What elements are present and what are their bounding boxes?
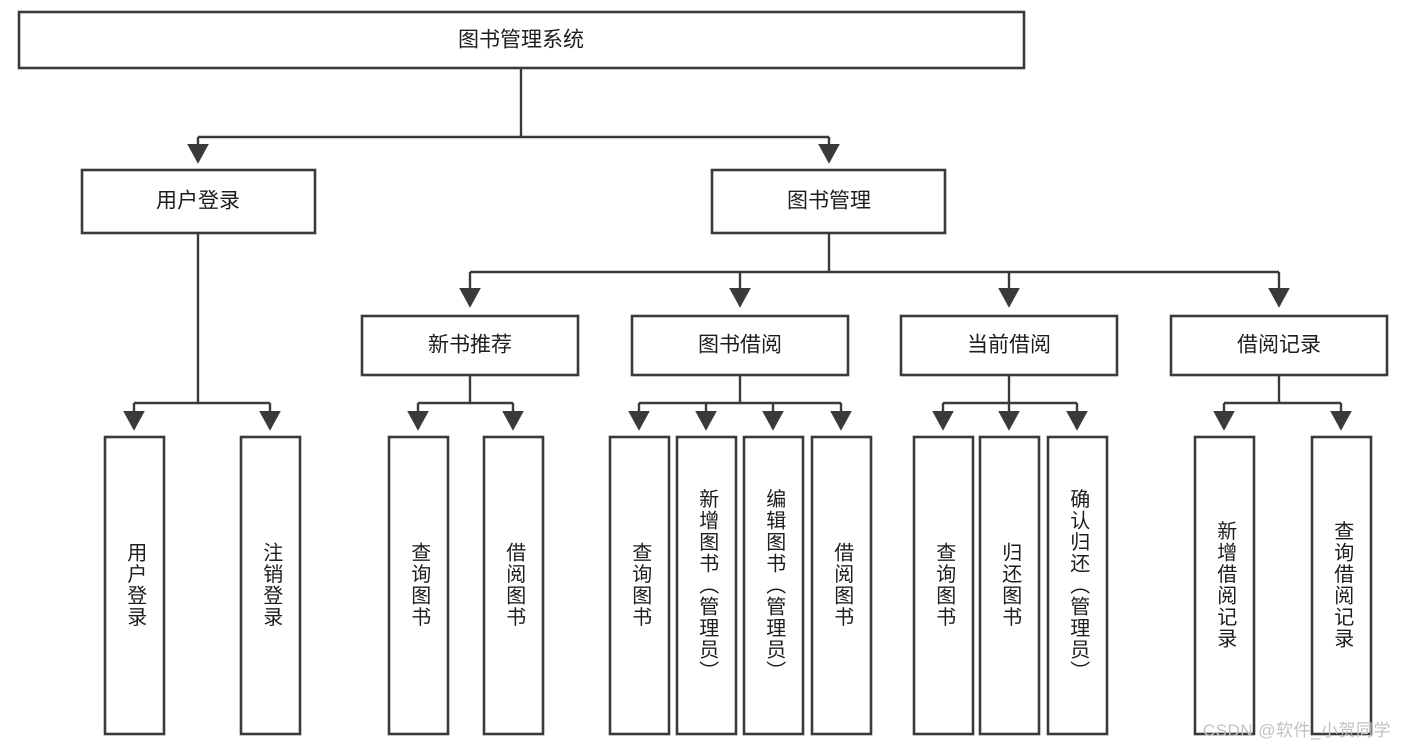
node-leaf-add-book[interactable]: 新增图书（管理员）	[675, 435, 738, 736]
node-leaf-logout-login[interactable]: 注销登录	[239, 435, 302, 736]
connector-group-new-book-recommend-to-leaves	[407, 375, 524, 431]
node-leaf-add-book-label: 新增图书（管理员）	[696, 488, 719, 682]
node-borrow-record-box	[1169, 314, 1389, 377]
node-leaf-query-book-2-box	[608, 435, 671, 736]
node-leaf-return-book-box	[978, 435, 1041, 736]
node-leaf-return-book-label: 归还图书	[999, 542, 1022, 628]
node-leaf-edit-book[interactable]: 编辑图书（管理员）	[742, 435, 805, 736]
node-book-borrow[interactable]: 图书借阅	[630, 314, 850, 377]
node-book-manage-box	[710, 168, 947, 235]
node-user-login-label: 用户登录	[156, 190, 240, 213]
node-borrow-record-label: 借阅记录	[1237, 334, 1321, 357]
node-leaf-borrow-book-1-box	[482, 435, 545, 736]
node-leaf-add-record[interactable]: 新增借阅记录	[1193, 435, 1256, 736]
node-current-borrow-label: 当前借阅	[967, 334, 1051, 357]
node-leaf-add-record-box	[1193, 435, 1256, 736]
node-leaf-query-book-2-label: 查询图书	[629, 542, 652, 628]
node-current-borrow[interactable]: 当前借阅	[899, 314, 1119, 377]
node-leaf-user-login-box	[103, 435, 166, 736]
node-leaf-edit-book-label: 编辑图书（管理员）	[763, 488, 786, 682]
node-leaf-logout-login-box	[239, 435, 302, 736]
connector-group-root-to-level2	[187, 68, 840, 164]
node-leaf-query-book-2[interactable]: 查询图书	[608, 435, 671, 736]
node-leaf-user-login[interactable]: 用户登录	[103, 435, 166, 736]
node-borrow-record[interactable]: 借阅记录	[1169, 314, 1389, 377]
node-new-book-recommend[interactable]: 新书推荐	[360, 314, 580, 377]
node-root-label: 图书管理系统	[458, 29, 584, 52]
node-leaf-query-record-label: 查询借阅记录	[1331, 520, 1354, 649]
node-book-manage[interactable]: 图书管理	[710, 168, 947, 235]
node-new-book-recommend-label: 新书推荐	[428, 334, 512, 357]
node-root[interactable]: 图书管理系统	[17, 10, 1026, 70]
node-leaf-borrow-book-1-label: 借阅图书	[503, 542, 526, 628]
node-leaf-user-login-label: 用户登录	[124, 542, 147, 628]
node-new-book-recommend-box	[360, 314, 580, 377]
node-leaf-borrow-book-1[interactable]: 借阅图书	[482, 435, 545, 736]
connector-group-book-borrow-to-leaves	[628, 375, 852, 431]
node-current-borrow-box	[899, 314, 1119, 377]
node-leaf-confirm-return-box	[1046, 435, 1109, 736]
connector-group-borrow-record-to-leaves	[1213, 375, 1352, 431]
node-leaf-query-book-1-box	[387, 435, 450, 736]
node-leaf-add-record-label: 新增借阅记录	[1214, 520, 1237, 649]
node-leaf-edit-book-box	[742, 435, 805, 736]
csdn-watermark: CSDN @软件_小贺同学	[1202, 721, 1391, 740]
node-leaf-confirm-return-label: 确认归还（管理员）	[1067, 488, 1090, 682]
node-leaf-borrow-book-2-box	[810, 435, 873, 736]
connector-group-user-login-to-leaves	[123, 233, 281, 431]
node-leaf-return-book[interactable]: 归还图书	[978, 435, 1041, 736]
node-leaf-add-book-box	[675, 435, 738, 736]
node-leaf-query-record-box	[1310, 435, 1373, 736]
node-leaf-borrow-book-2-label: 借阅图书	[831, 542, 854, 628]
node-user-login-box	[80, 168, 317, 235]
node-leaf-confirm-return[interactable]: 确认归还（管理员）	[1046, 435, 1109, 736]
connector-group-current-borrow-to-leaves	[932, 375, 1088, 431]
node-leaf-query-book-1-label: 查询图书	[408, 542, 431, 628]
node-leaf-query-book-1[interactable]: 查询图书	[387, 435, 450, 736]
connector-group-book-manage-to-level3	[459, 233, 1290, 308]
node-leaf-query-book-3-box	[912, 435, 975, 736]
node-leaf-borrow-book-2[interactable]: 借阅图书	[810, 435, 873, 736]
node-leaf-query-book-3-label: 查询图书	[933, 542, 956, 628]
node-leaf-logout-login-label: 注销登录	[260, 542, 283, 628]
node-root-box	[17, 10, 1026, 70]
node-leaf-query-record[interactable]: 查询借阅记录	[1310, 435, 1373, 736]
node-user-login[interactable]: 用户登录	[80, 168, 317, 235]
node-book-manage-label: 图书管理	[787, 190, 871, 213]
node-leaf-query-book-3[interactable]: 查询图书	[912, 435, 975, 736]
node-book-borrow-box	[630, 314, 850, 377]
node-book-borrow-label: 图书借阅	[698, 334, 782, 357]
